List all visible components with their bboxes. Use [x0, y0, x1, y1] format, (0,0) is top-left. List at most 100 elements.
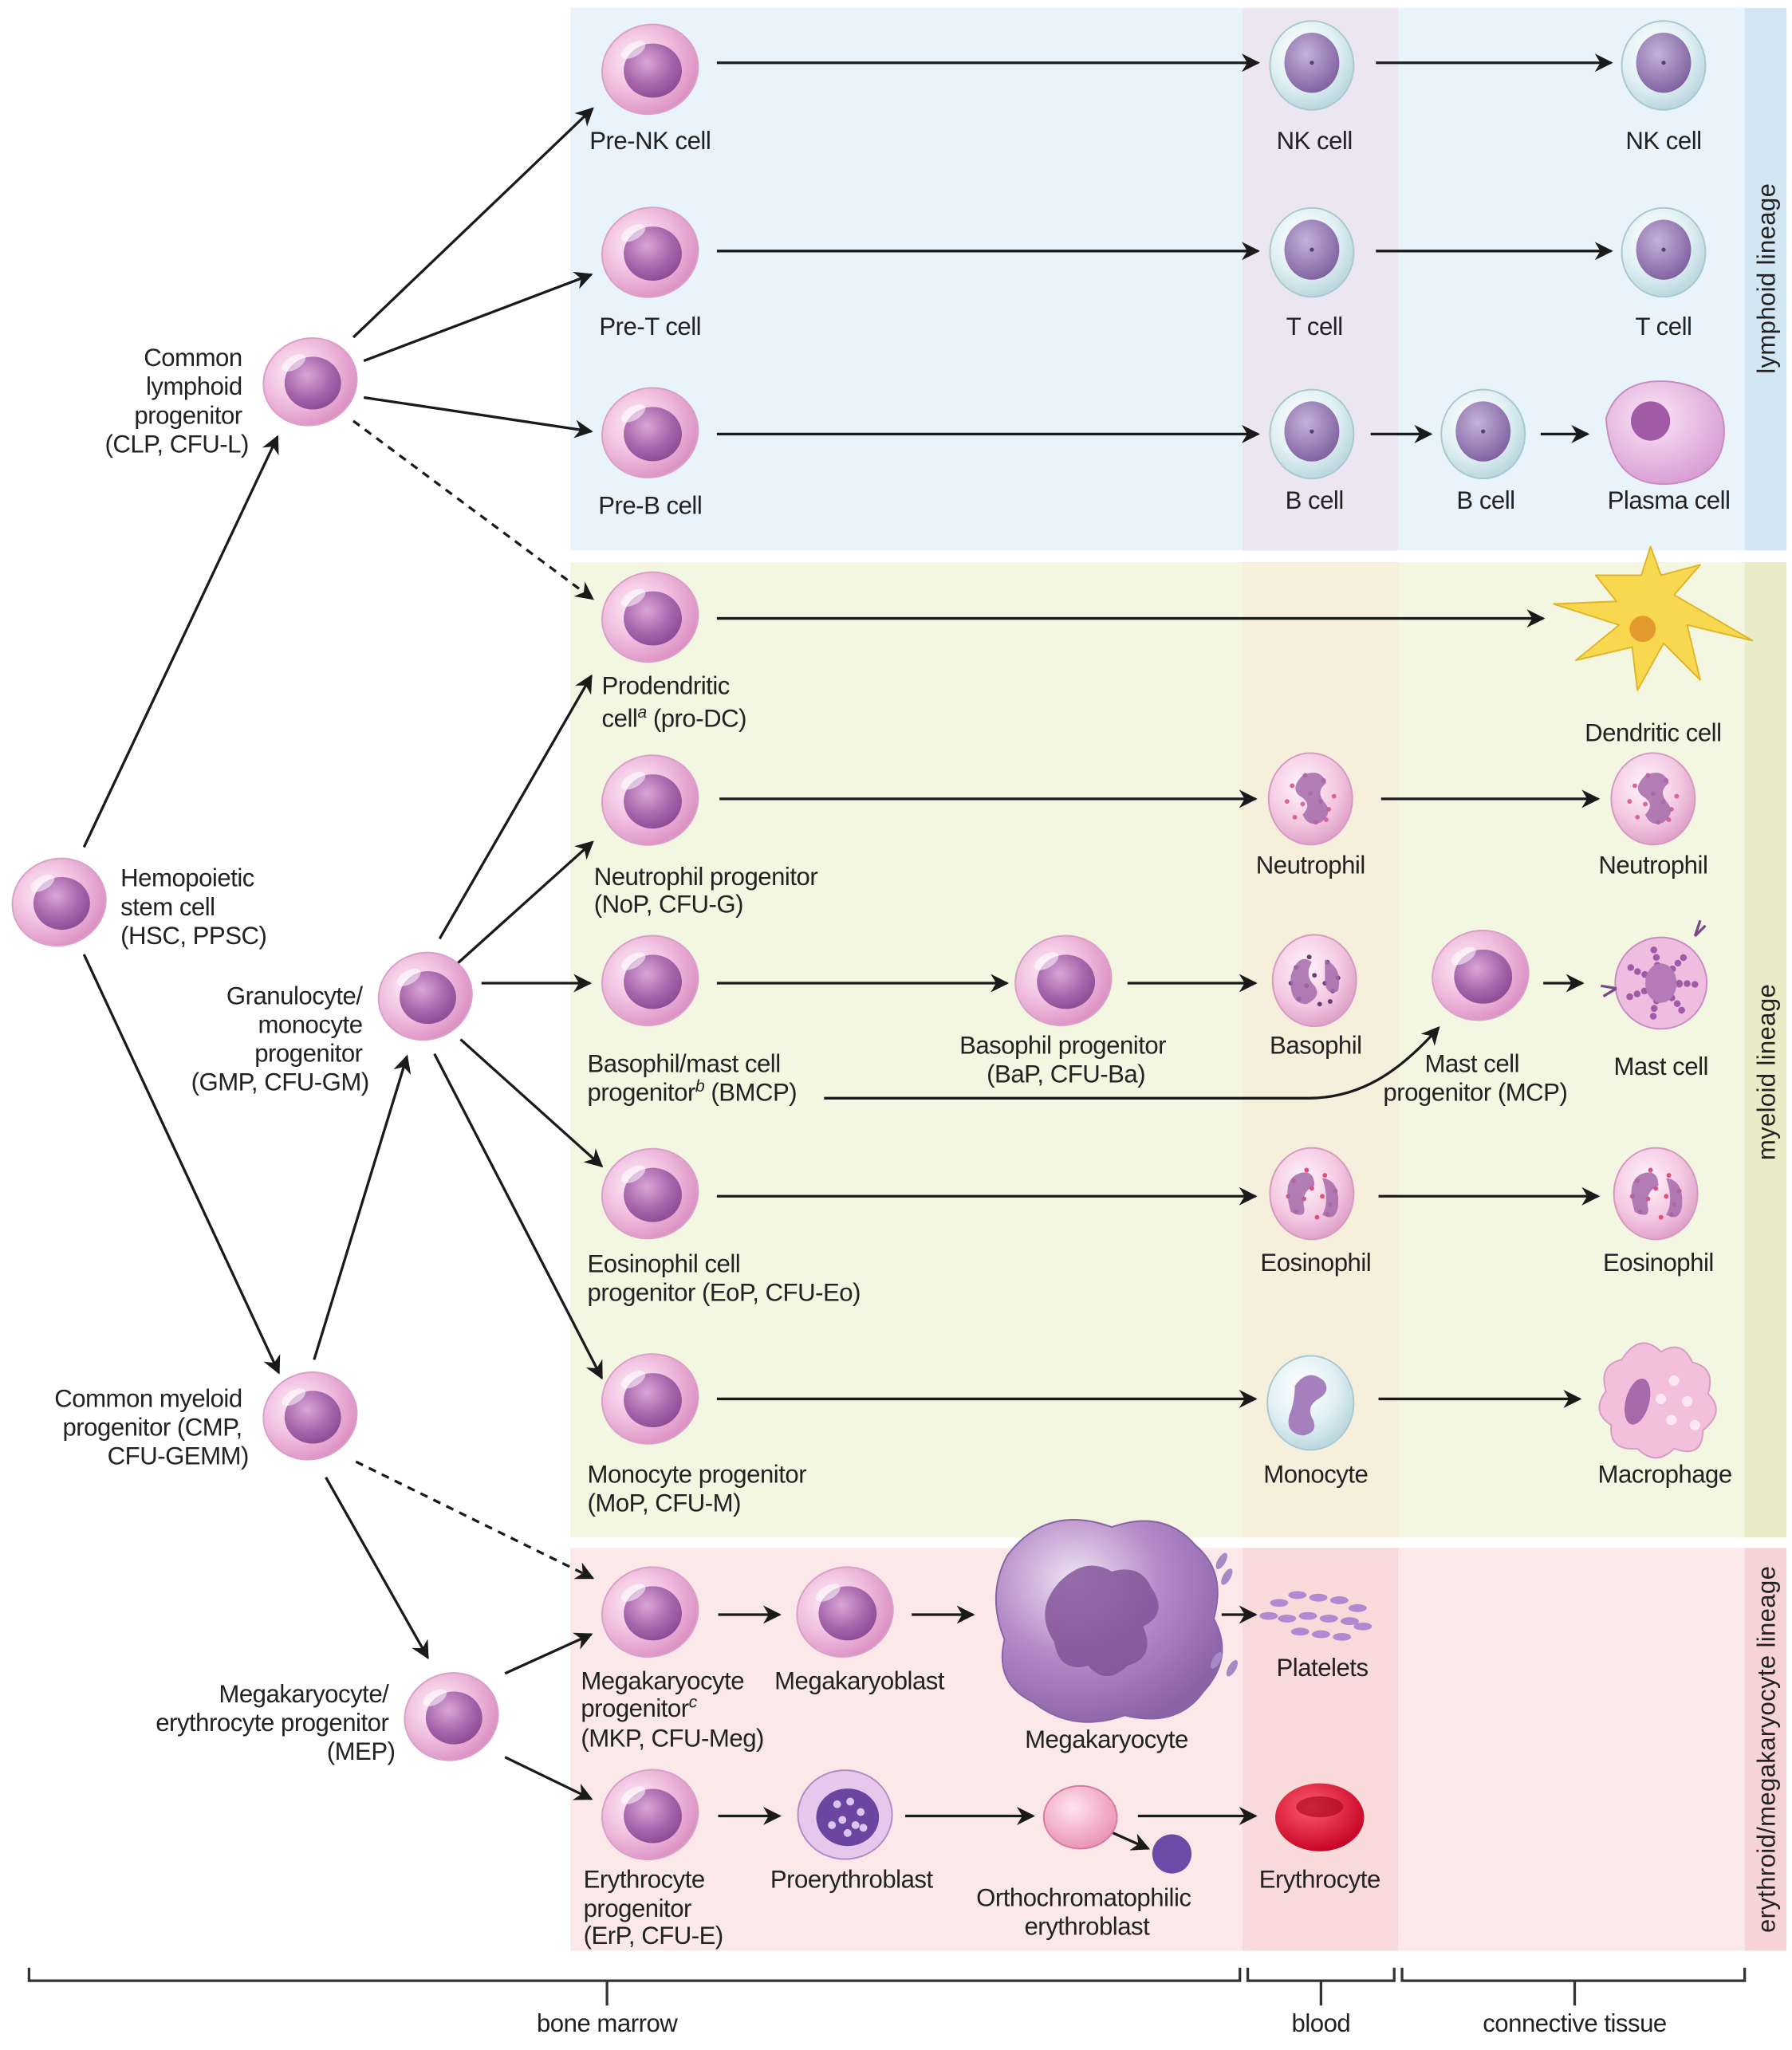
granule — [1300, 801, 1306, 807]
neutrophil-tissue-cell — [1610, 752, 1696, 846]
cell-highlight — [620, 1786, 646, 1804]
basophil-cell — [1271, 934, 1357, 1028]
connective-tissue-bracket — [1400, 1967, 1747, 2006]
platelet — [1270, 1599, 1289, 1607]
granule — [1312, 973, 1317, 978]
cell-body — [1275, 1783, 1365, 1851]
granule — [1674, 959, 1682, 967]
cell-nucleus — [624, 774, 682, 829]
lobed-nucleus — [1045, 1565, 1159, 1677]
t-blood-cell — [1269, 207, 1355, 298]
megakaryoblast-label: Megakaryoblast — [774, 1666, 945, 1694]
platelet — [1298, 1611, 1317, 1620]
t-tissue-label: T cell — [1636, 313, 1692, 340]
arrow-clp-to-preb — [363, 395, 593, 439]
erythroid-strip — [1744, 1548, 1787, 1951]
cell-highlight — [620, 588, 646, 607]
cells — [11, 20, 1754, 1874]
platelet — [1309, 1593, 1328, 1602]
arrow-clp-to-pret — [363, 271, 593, 363]
neutrophil-tissue-label: Neutrophil — [1598, 851, 1707, 879]
platelet — [1290, 1627, 1310, 1636]
gmp-label: Granulocyte/ monocyte progenitor (GMP, C… — [191, 982, 369, 1096]
cell-highlight — [282, 354, 306, 372]
cell-nucleus — [1037, 954, 1096, 1009]
cell-body — [1613, 1147, 1699, 1241]
mkp-label: Megakaryocyte progenitorc (MKP, CFU-Meg) — [581, 1666, 764, 1752]
labels: Hemopoietic stem cell (HSC, PPSC) Common… — [54, 127, 1732, 1950]
granule — [1327, 999, 1333, 1004]
granule — [1322, 1173, 1328, 1178]
cell-highlight — [620, 404, 646, 423]
arrow-mep-to-erp — [504, 1756, 593, 1800]
arrow-hsc-to-clp — [82, 435, 279, 848]
nucleolus — [833, 1800, 841, 1808]
cmp-cell — [262, 1371, 358, 1461]
platelet-bud — [1211, 1652, 1223, 1669]
cell-highlight — [620, 1584, 646, 1602]
granule — [1331, 793, 1337, 799]
eop-label: Eosinophil cell progenitor (EoP, CFU-Eo) — [588, 1249, 861, 1306]
cmp-label: Common myeloid progenitor (CMP, CFU-GEMM… — [54, 1384, 249, 1470]
cell-nucleus — [816, 1788, 880, 1847]
nucleolus — [1310, 247, 1314, 252]
eosinophil-tissue-label: Eosinophil — [1603, 1249, 1714, 1277]
nucleolus — [838, 1816, 847, 1824]
t-blood-label: T cell — [1286, 313, 1343, 340]
granule — [1652, 954, 1660, 962]
cell-highlight — [620, 771, 646, 790]
platelet-bud — [1221, 1568, 1233, 1585]
cell-highlight — [1034, 952, 1059, 970]
cell-highlight — [423, 1689, 447, 1707]
arrow-cmp-to-mkp-dashed — [355, 1460, 595, 1580]
platelets-cluster — [1259, 1591, 1373, 1641]
granule — [1692, 981, 1699, 988]
cell-body — [1553, 545, 1754, 691]
cell-nucleus — [1629, 616, 1656, 643]
granule — [1680, 954, 1688, 962]
arrow-cmp-to-mep — [325, 1477, 429, 1660]
blood-bracket — [1246, 1967, 1396, 2006]
hsc-cell — [11, 857, 107, 947]
nucleolus — [1661, 61, 1666, 65]
granule — [1674, 793, 1680, 799]
cell-nucleus — [1288, 1375, 1327, 1436]
arrow-gmp-to-nop — [449, 840, 594, 971]
granule — [1684, 980, 1691, 987]
cell-nucleus — [624, 1788, 682, 1843]
mcp-label: Mast cell progenitor (MCP) — [1383, 1050, 1567, 1107]
monocyte-cell — [1266, 1355, 1355, 1451]
granule — [1650, 946, 1657, 954]
connective-tissue-label: connective tissue — [1483, 2009, 1667, 2037]
arrow-gmp-to-eop — [459, 1038, 604, 1168]
platelet — [1340, 1617, 1359, 1626]
vacuole — [1666, 1415, 1677, 1426]
cell-highlight — [282, 1388, 306, 1407]
cell-highlight — [1451, 946, 1476, 966]
b-blood-label: B cell — [1286, 486, 1344, 514]
granule — [1666, 1173, 1672, 1178]
bmcp-cell — [601, 935, 699, 1027]
nk-blood-cell — [1269, 20, 1355, 111]
clp-label: Common lymphoid progenitor (CLP, CFU-L) — [104, 344, 248, 458]
granule — [1304, 1167, 1310, 1173]
cell-nucleus — [33, 876, 90, 931]
nucleolus — [859, 1824, 868, 1832]
granule — [1673, 1000, 1681, 1007]
erp-cell — [601, 1769, 699, 1861]
plasma-label: Plasma cell — [1608, 486, 1731, 514]
nk-tissue-cell — [1621, 20, 1707, 111]
granule — [1643, 801, 1648, 807]
arrow-mep-to-mkp — [504, 1632, 593, 1675]
cell-nucleus — [624, 43, 682, 98]
cell-nucleus — [624, 1167, 682, 1222]
cell-body — [1042, 1784, 1118, 1850]
arrow-hsc-to-cmp — [82, 954, 281, 1375]
granule — [1317, 1001, 1322, 1007]
arrow-clp-to-prenk — [352, 107, 594, 339]
cell-highlight — [396, 968, 421, 986]
pre-nk-cell — [601, 23, 699, 116]
ortho-label: Orthochromatophilic erythroblast — [976, 1884, 1197, 1941]
cell-nucleus — [624, 407, 682, 462]
biconcave-center — [1296, 1796, 1344, 1818]
